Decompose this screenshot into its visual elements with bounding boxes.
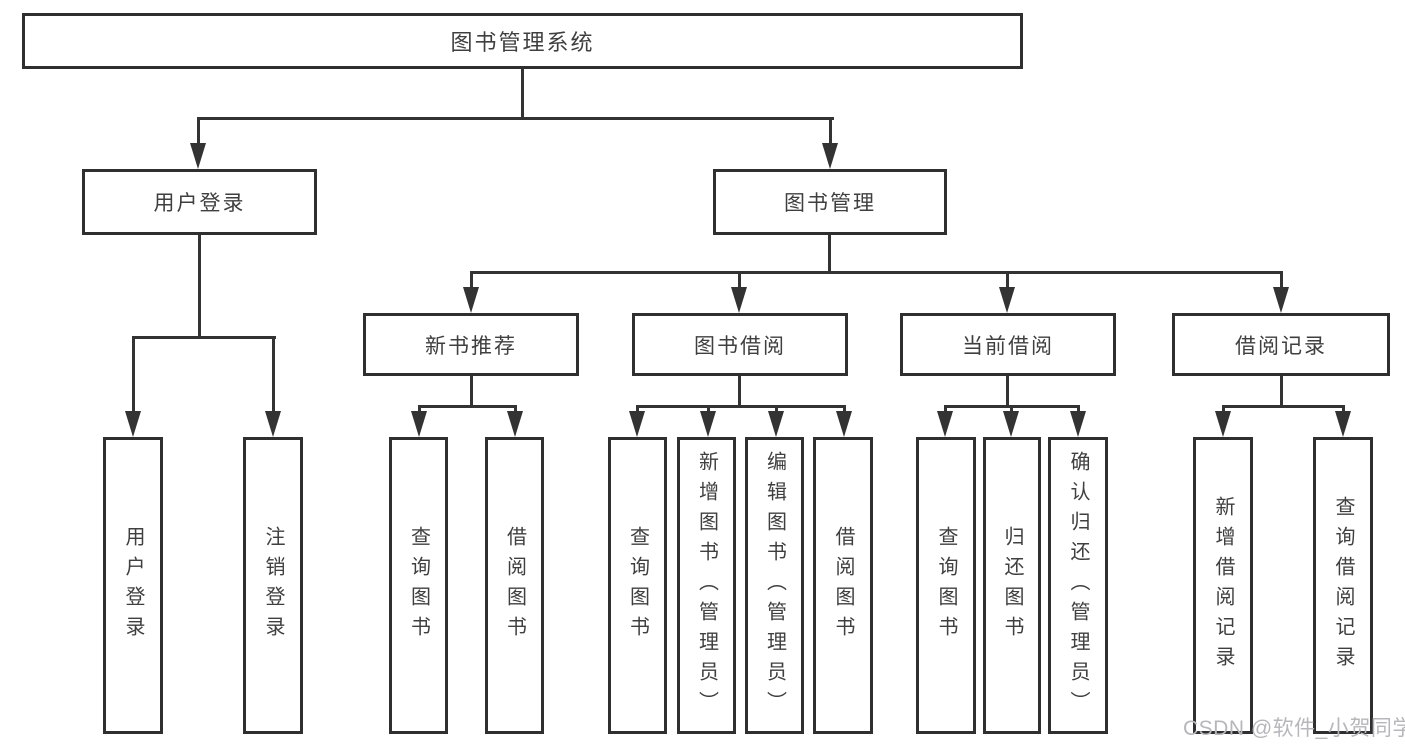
node-label: 归还图书 <box>1001 525 1023 646</box>
arrow-down-icon <box>507 411 523 437</box>
node-label: 图书借阅 <box>694 334 786 358</box>
leaf-confirm-return-admin: 确认归还（管理员） <box>1048 437 1108 734</box>
node-label: 查询借阅记录 <box>1332 495 1354 676</box>
node-current-borrowing: 当前借阅 <box>900 313 1116 376</box>
connector-line <box>470 376 473 408</box>
arrow-down-icon <box>1070 411 1086 437</box>
leaf-borrow-books-borrowing: 借阅图书 <box>813 437 873 734</box>
connector-line <box>829 117 832 145</box>
arrow-down-icon <box>463 287 479 313</box>
connector-line <box>198 235 201 339</box>
connector-line <box>828 235 831 274</box>
connector-line <box>418 405 421 413</box>
leaf-borrow-books-recommend: 借阅图书 <box>485 437 544 734</box>
node-book-management: 图书管理 <box>713 169 947 235</box>
node-label: 新增借阅记录 <box>1212 495 1234 676</box>
connector-line <box>1342 405 1345 413</box>
arrow-down-icon <box>265 411 281 437</box>
connector-line <box>1280 271 1283 289</box>
connector-line <box>738 271 741 289</box>
node-label: 借阅图书 <box>503 525 526 646</box>
connector-line <box>197 117 200 145</box>
node-label: 借阅记录 <box>1235 334 1327 358</box>
connector-line <box>521 69 524 119</box>
leaf-add-borrow-record: 新增借阅记录 <box>1193 437 1253 734</box>
connector-line <box>1077 405 1080 413</box>
node-label: 查询图书 <box>935 525 957 646</box>
node-label: 图书管理系统 <box>450 30 595 55</box>
leaf-query-books-current: 查询图书 <box>916 437 976 734</box>
arrow-down-icon <box>1215 411 1231 437</box>
leaf-edit-book-admin: 编辑图书（管理员） <box>745 437 804 734</box>
connector-line <box>843 405 846 413</box>
connector-line <box>132 336 135 413</box>
connector-line <box>1222 405 1225 413</box>
leaf-query-books-borrowing: 查询图书 <box>608 437 667 734</box>
leaf-query-books-recommend: 查询图书 <box>389 437 448 734</box>
csdn-watermark: CSDN @软件_小贺同学 <box>1183 717 1405 740</box>
arrow-down-icon <box>190 143 206 169</box>
leaf-user-login: 用户登录 <box>103 437 163 734</box>
node-label: 图书管理 <box>784 192 876 215</box>
arrow-down-icon <box>768 411 784 437</box>
node-label: 用户登录 <box>122 525 144 646</box>
connector-line <box>707 405 710 413</box>
connector-line <box>418 405 517 408</box>
arrow-down-icon <box>836 411 852 437</box>
node-label: 新书推荐 <box>425 334 517 358</box>
leaf-add-book-admin: 新增图书（管理员） <box>677 437 736 734</box>
arrow-down-icon <box>822 143 838 169</box>
arrow-down-icon <box>999 287 1015 313</box>
node-label: 新增图书（管理员） <box>695 450 718 721</box>
node-label: 用户登录 <box>153 192 246 215</box>
node-book-borrowing: 图书借阅 <box>632 313 848 376</box>
arrow-down-icon <box>731 287 747 313</box>
connector-line <box>132 336 276 339</box>
connector-line <box>1222 405 1345 408</box>
node-new-book-recommend: 新书推荐 <box>363 313 579 376</box>
connector-line <box>197 117 834 120</box>
node-label: 当前借阅 <box>962 334 1054 358</box>
connector-line <box>470 271 473 289</box>
node-label: 编辑图书（管理员） <box>763 450 786 721</box>
arrow-down-icon <box>700 411 716 437</box>
node-label: 确认归还（管理员） <box>1067 450 1089 721</box>
node-library-system: 图书管理系统 <box>22 13 1023 69</box>
connector-line <box>1006 271 1009 289</box>
node-label: 借阅图书 <box>832 525 854 646</box>
arrow-down-icon <box>937 411 953 437</box>
node-label: 查询图书 <box>626 525 649 646</box>
arrow-down-icon <box>1003 411 1019 437</box>
connector-line <box>1006 376 1009 408</box>
arrow-down-icon <box>411 411 427 437</box>
node-label: 查询图书 <box>407 525 430 646</box>
connector-line <box>470 271 1283 274</box>
connector-line <box>1010 405 1013 413</box>
leaf-query-borrow-record: 查询借阅记录 <box>1313 437 1373 734</box>
node-user-login: 用户登录 <box>82 169 317 235</box>
leaf-logout: 注销登录 <box>243 437 303 734</box>
leaf-return-book: 归还图书 <box>983 437 1041 734</box>
connector-line <box>636 405 846 408</box>
connector-line <box>738 376 741 408</box>
arrow-down-icon <box>125 411 141 437</box>
connector-line <box>636 405 639 413</box>
connector-line <box>514 405 517 413</box>
node-borrow-records: 借阅记录 <box>1172 313 1390 376</box>
connector-line <box>944 405 947 413</box>
node-label: 注销登录 <box>262 525 284 646</box>
connector-line <box>1280 376 1283 408</box>
arrow-down-icon <box>1273 287 1289 313</box>
arrow-down-icon <box>1335 411 1351 437</box>
connector-line <box>272 336 275 413</box>
connector-line <box>775 405 778 413</box>
arrow-down-icon <box>629 411 645 437</box>
